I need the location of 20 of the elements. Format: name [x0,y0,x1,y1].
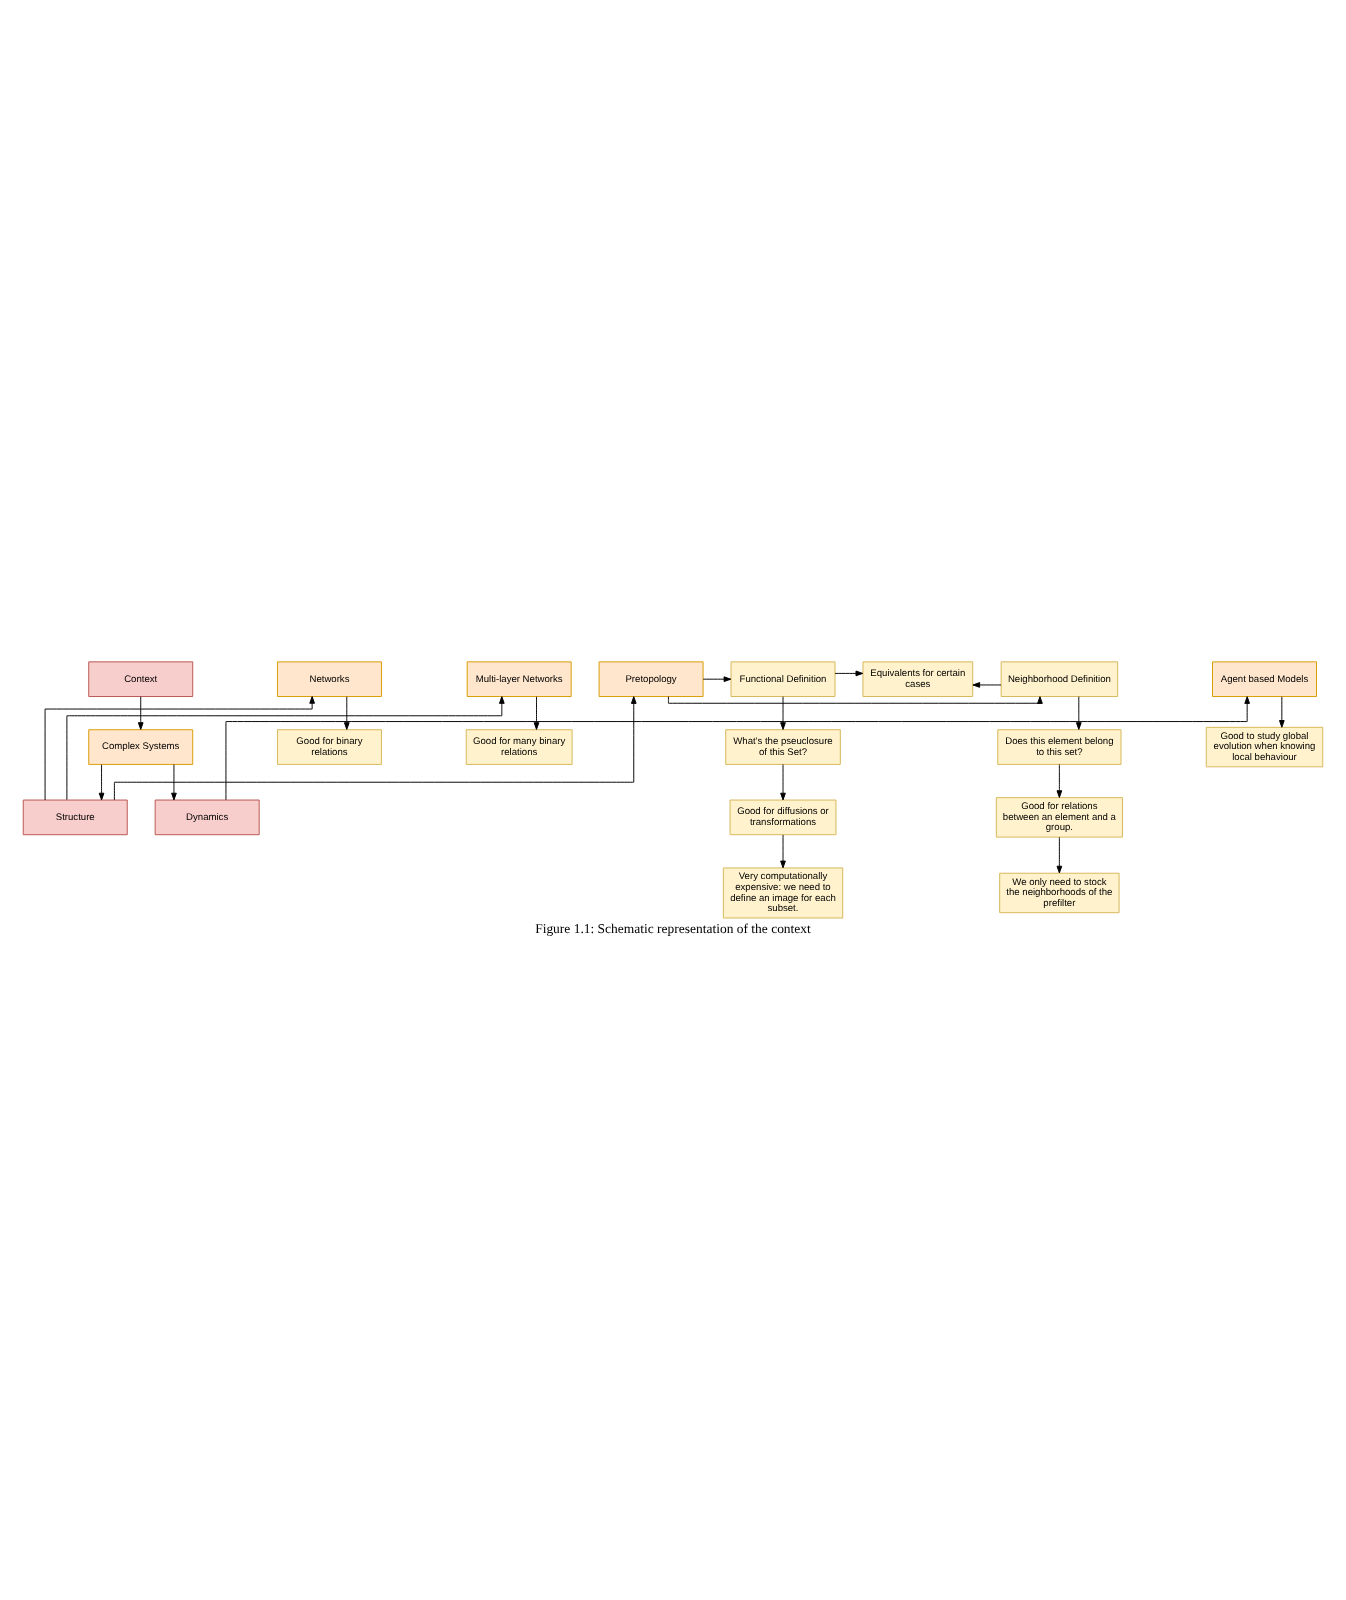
arrow [98,762,105,800]
arrow [1056,762,1063,797]
arrow [137,695,144,729]
arrow [343,695,350,729]
arrow [1075,695,1082,729]
arrow [667,695,1043,703]
arrow [834,669,864,676]
arrow [113,695,637,800]
arrow [780,695,786,729]
arrow [225,695,1250,800]
arrow [1279,695,1285,727]
arrow [1056,835,1063,873]
arrow [780,833,786,868]
arrow [533,695,540,729]
arrow [44,695,315,800]
arrow [66,695,505,800]
arrow [972,681,1002,687]
arrow [780,762,786,800]
arrow [702,675,732,681]
arrow [171,762,177,800]
